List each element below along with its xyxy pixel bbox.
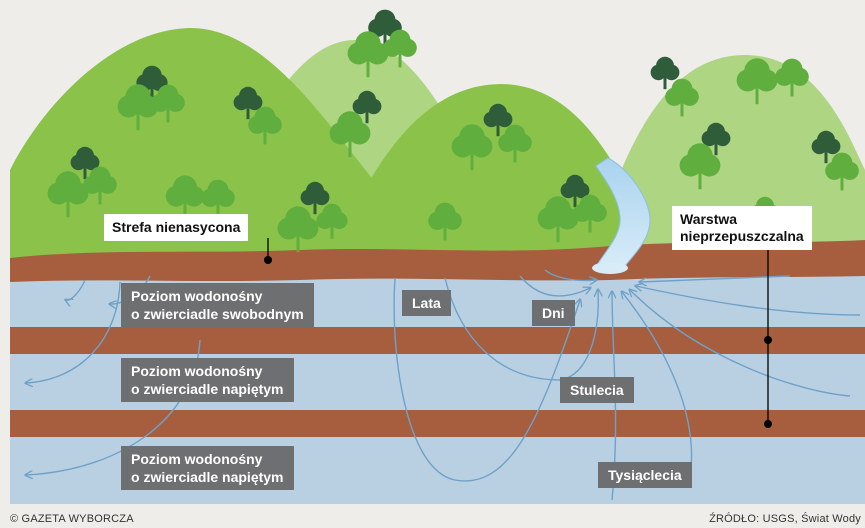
tree-icon bbox=[83, 166, 117, 205]
footer-source: ŹRÓDŁO: USGS, Świat Wody bbox=[709, 513, 861, 525]
timescale-millennia: Tysiąclecia bbox=[598, 462, 692, 488]
label-impermeable-layer: Warstwa nieprzepuszczalna bbox=[672, 206, 812, 250]
flow-line bbox=[630, 290, 851, 397]
tree-icon bbox=[428, 202, 462, 241]
tree-icon bbox=[701, 122, 731, 156]
timescale-centuries: Stulecia bbox=[560, 377, 634, 403]
tree-icon bbox=[329, 111, 371, 158]
leader-dot bbox=[264, 256, 272, 264]
tree-icon bbox=[665, 78, 699, 117]
tree-icon bbox=[151, 84, 185, 123]
tree-icon bbox=[560, 174, 590, 208]
confining-layer-2 bbox=[10, 410, 865, 437]
footer-copyright: © GAZETA WYBORCZA bbox=[10, 513, 134, 525]
tree-icon bbox=[352, 90, 382, 124]
tree-icon bbox=[573, 194, 607, 233]
soil-surface bbox=[10, 240, 865, 282]
tree-icon bbox=[537, 196, 579, 243]
tree-icon bbox=[300, 181, 330, 215]
tree-icon bbox=[811, 130, 841, 164]
flow-line bbox=[519, 275, 590, 297]
flow-line bbox=[444, 277, 598, 381]
confining-layer-1 bbox=[10, 327, 865, 354]
tree-icon bbox=[70, 146, 100, 180]
label-unsaturated-zone: Strefa nienasycona bbox=[104, 214, 249, 241]
flow-line bbox=[66, 279, 86, 300]
tree-icon bbox=[825, 152, 859, 191]
tree-icon bbox=[277, 206, 319, 253]
tree-icon bbox=[316, 203, 348, 239]
tree-icon bbox=[248, 106, 282, 145]
tree-icon bbox=[483, 103, 513, 137]
tree-icon bbox=[736, 58, 778, 105]
tree-icon bbox=[47, 171, 89, 218]
tree-icon bbox=[775, 58, 809, 97]
tree-icon bbox=[383, 29, 417, 68]
flow-line bbox=[636, 286, 861, 316]
tree-icon bbox=[233, 86, 263, 120]
flow-line bbox=[26, 281, 121, 383]
tree-icon bbox=[498, 124, 532, 163]
tree-icon bbox=[451, 124, 493, 171]
tree-icon bbox=[347, 31, 389, 78]
flow-line bbox=[622, 292, 693, 479]
label-confined-aquifer-1: Poziom wodonośny o zwierciadle napiętym bbox=[121, 358, 294, 402]
tree-icon bbox=[165, 175, 205, 219]
flow-line bbox=[544, 269, 596, 281]
label-confined-aquifer-2: Poziom wodonośny o zwierciadle napiętym bbox=[121, 446, 294, 490]
flow-line bbox=[393, 277, 580, 482]
tree-icon bbox=[650, 56, 680, 90]
label-unconfined-aquifer: Poziom wodonośny o zwierciadle swobodnym bbox=[121, 283, 314, 327]
leader-dot bbox=[764, 420, 772, 428]
tree-icon bbox=[679, 143, 721, 190]
timescale-days: Dni bbox=[532, 300, 575, 326]
timescale-years: Lata bbox=[402, 290, 451, 316]
flow-line bbox=[640, 275, 791, 282]
spring-splash bbox=[592, 262, 628, 274]
tree-icon bbox=[201, 179, 235, 218]
leader-dot bbox=[764, 336, 772, 344]
